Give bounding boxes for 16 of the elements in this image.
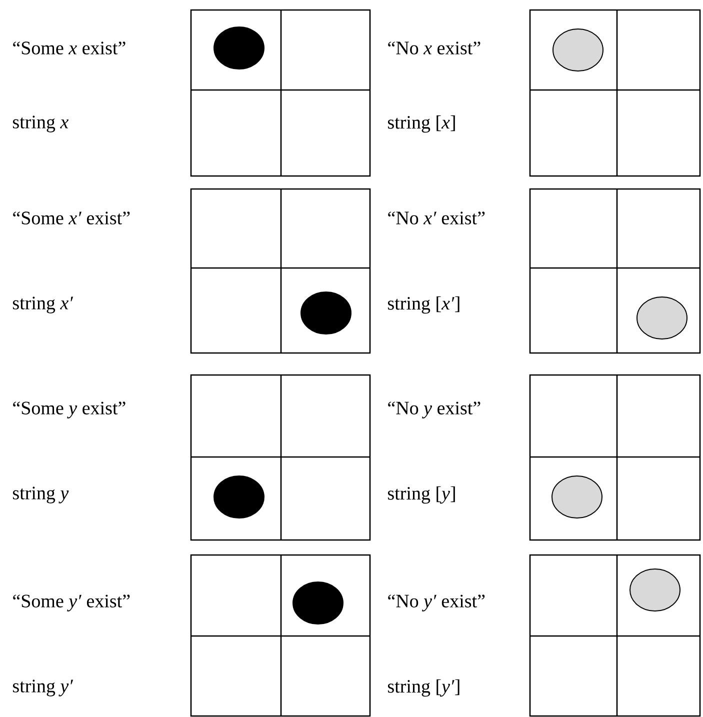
text-label: string [x′] (388, 296, 460, 314)
text-label: string [y] (388, 486, 455, 504)
text-label: “No x′ exist” (388, 212, 485, 224)
text-label: “Some y exist” (13, 402, 126, 418)
text-label: “Some x′ exist” (13, 212, 130, 224)
text-label: “No x exist” (388, 42, 480, 54)
text-label: string [y′] (388, 679, 460, 697)
text-label: string x′ (12, 296, 74, 314)
text-label: string x (12, 116, 69, 132)
text-label: string y (12, 486, 69, 504)
text-label: string y′ (12, 680, 74, 696)
text-label: “Some y′ exist” (13, 594, 130, 612)
text-label: “Some x exist” (13, 42, 126, 54)
text-label: string [x] (388, 115, 455, 133)
text-label: “No y exist” (388, 402, 480, 418)
text-label: “No y′ exist” (388, 594, 485, 612)
